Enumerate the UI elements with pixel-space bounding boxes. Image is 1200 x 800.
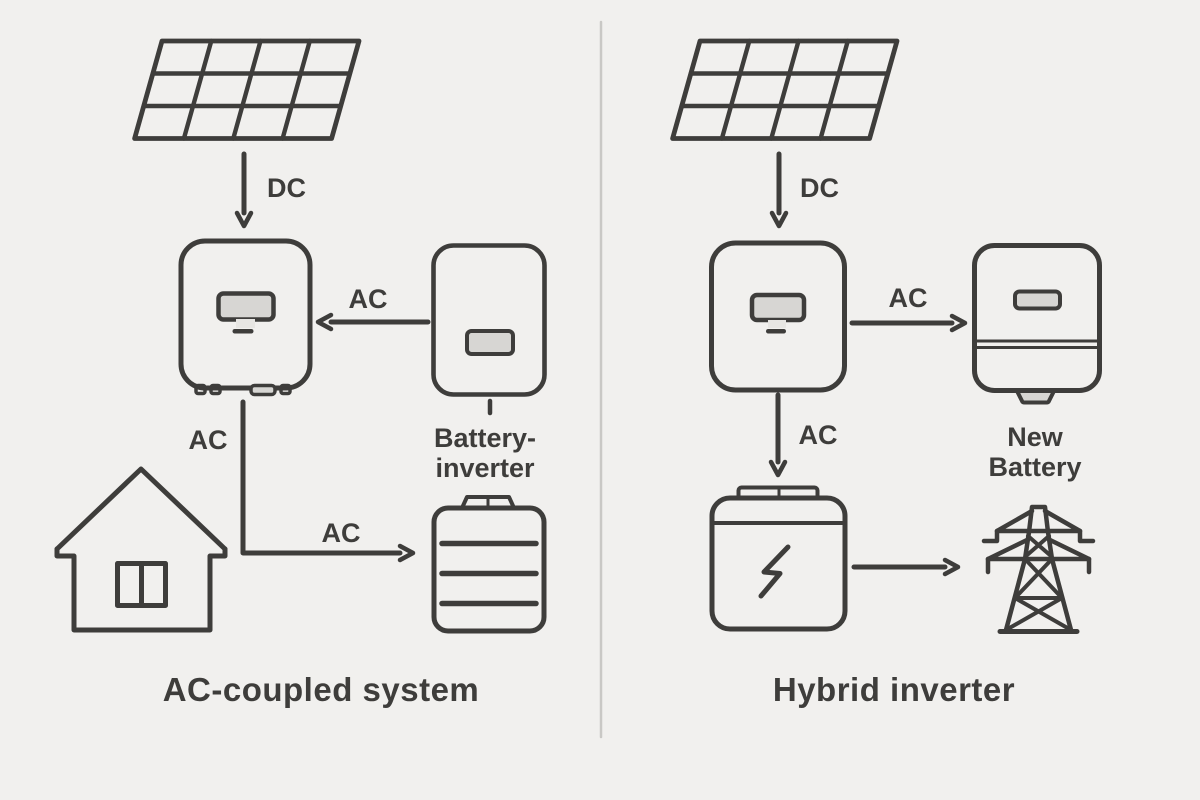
inverter-icon — [178, 238, 313, 397]
battery-inverter-label-line2: inverter — [435, 453, 535, 483]
hybrid-inverter-display — [749, 292, 807, 323]
house-icon — [54, 466, 228, 633]
battery-inverter-display — [465, 329, 515, 356]
ac-label-to-storage-battery: AC — [799, 420, 838, 450]
new-battery-label-line1: New — [1007, 422, 1064, 452]
ac-label-to-new-battery: AC — [889, 283, 928, 313]
right-caption: Hybrid inverter — [773, 671, 1015, 708]
ac-label-inverter-output: AC — [189, 425, 228, 455]
new-battery-indicator — [1013, 289, 1062, 311]
new-battery-icon — [972, 243, 1102, 405]
ac-label-inverter-input: AC — [349, 284, 388, 314]
ac-coupled-system-panel: DC AC AC AC Battery- inverter AC-coupled… — [54, 38, 547, 708]
battery-inverter-icon — [431, 243, 547, 416]
hybrid-inverter-icon — [709, 240, 847, 393]
inverter-display — [216, 291, 276, 322]
battery-inverter-label-line1: Battery- — [434, 423, 536, 453]
new-battery-label-line2: Battery — [988, 452, 1081, 482]
dc-label: DC — [800, 173, 839, 203]
grid-tower-icon — [981, 504, 1096, 634]
storage-battery-icon — [709, 485, 848, 632]
lightning-bolt-icon — [758, 544, 791, 599]
ac-label-to-battery: AC — [322, 518, 361, 548]
solar-panel-icon — [670, 38, 900, 141]
battery-icon — [431, 495, 547, 634]
solar-panel-icon — [132, 38, 362, 141]
dc-label: DC — [267, 173, 306, 203]
hybrid-inverter-panel: DC AC AC New Battery Hybrid inverter — [670, 38, 1102, 708]
left-caption: AC-coupled system — [163, 671, 480, 708]
ac-arrow-inverter-to-battery — [240, 399, 416, 563]
